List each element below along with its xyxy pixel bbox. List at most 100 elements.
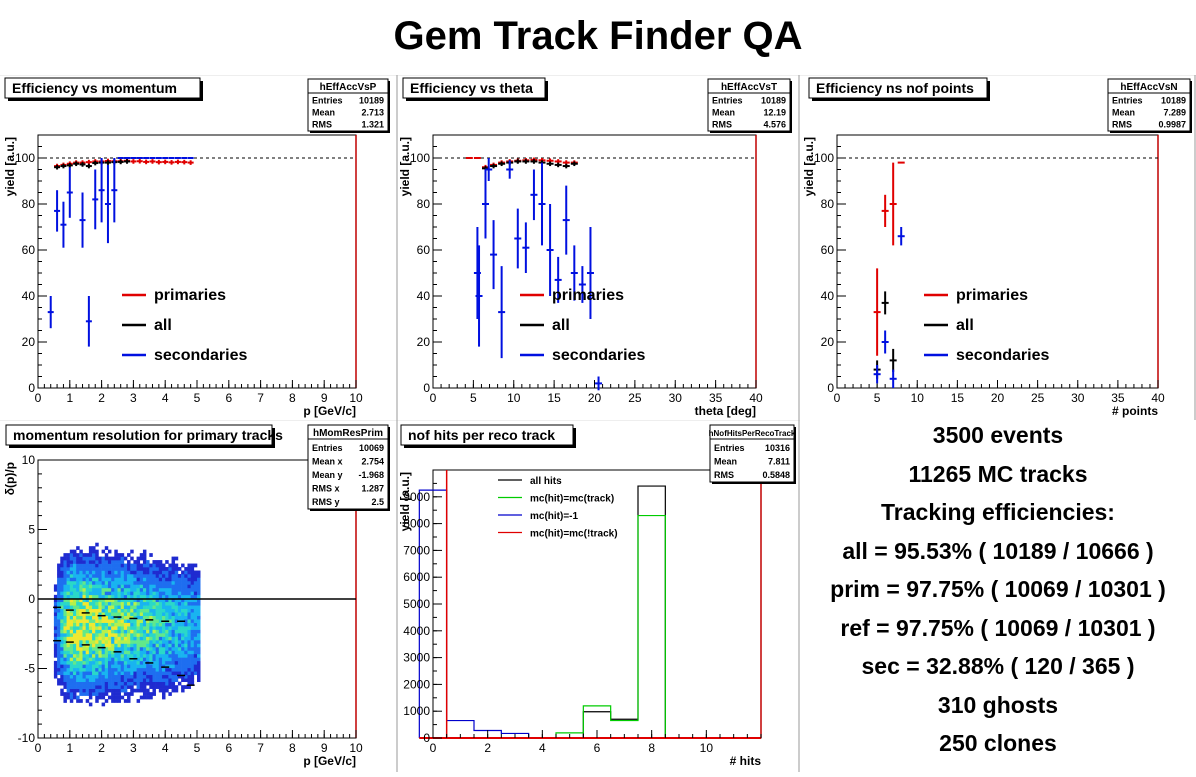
density-cell bbox=[152, 667, 156, 672]
density-cell bbox=[177, 612, 182, 616]
density-cell bbox=[92, 570, 96, 575]
density-cell bbox=[155, 563, 160, 568]
density-cell bbox=[130, 591, 134, 596]
density-cell bbox=[72, 640, 77, 644]
density-cell bbox=[88, 660, 93, 665]
density-cell bbox=[136, 650, 141, 655]
density-cell bbox=[107, 573, 112, 578]
density-cell bbox=[60, 560, 64, 564]
density-cell bbox=[66, 553, 71, 557]
density-cell bbox=[190, 664, 195, 669]
density-cell bbox=[120, 671, 125, 676]
y-tick-label: 80 bbox=[417, 197, 431, 211]
density-cell bbox=[133, 667, 137, 672]
x-tick-label: 3 bbox=[130, 391, 137, 405]
density-cell bbox=[98, 685, 102, 689]
stats-box bbox=[1107, 78, 1191, 132]
density-cell bbox=[117, 601, 121, 606]
density-cell bbox=[85, 605, 90, 610]
density-cell bbox=[57, 646, 61, 651]
density-cell bbox=[104, 560, 109, 564]
density-cell bbox=[190, 640, 195, 644]
density-cell bbox=[193, 653, 198, 658]
density-cell bbox=[171, 598, 176, 603]
density-cell bbox=[92, 671, 96, 676]
density-cell bbox=[123, 650, 128, 655]
density-cell bbox=[101, 674, 106, 679]
density-cell bbox=[69, 626, 74, 630]
density-cell bbox=[76, 622, 80, 627]
density-cell bbox=[197, 608, 201, 613]
stats-name: hNofHitsPerRecoTrack bbox=[709, 429, 796, 438]
density-cell bbox=[88, 608, 93, 613]
density-cell bbox=[174, 573, 179, 578]
density-cell bbox=[139, 601, 144, 606]
x-tick-label: 5 bbox=[194, 741, 201, 755]
density-cell bbox=[111, 577, 115, 582]
density-cell bbox=[104, 608, 109, 613]
density-cell bbox=[193, 671, 198, 676]
density-cell bbox=[181, 605, 185, 610]
density-cell bbox=[76, 577, 80, 582]
density-cell bbox=[107, 622, 112, 627]
density-cell bbox=[165, 674, 169, 679]
density-cell bbox=[120, 650, 125, 655]
density-cell bbox=[165, 685, 169, 689]
density-cell bbox=[117, 692, 121, 696]
density-cell bbox=[63, 556, 67, 561]
density-cell bbox=[82, 615, 86, 620]
stats-value: 2.5 bbox=[371, 497, 384, 507]
density-cell bbox=[133, 636, 137, 641]
density-cell bbox=[162, 601, 166, 606]
density-cell bbox=[177, 591, 182, 596]
density-cell bbox=[101, 598, 106, 603]
density-cell bbox=[111, 573, 115, 578]
density-cell bbox=[69, 622, 74, 627]
density-cell bbox=[193, 626, 198, 630]
density-cell bbox=[127, 601, 131, 606]
density-cell bbox=[165, 626, 169, 630]
point-primaries bbox=[136, 158, 143, 164]
density-cell bbox=[162, 598, 166, 603]
point-primaries bbox=[889, 162, 897, 246]
density-cell bbox=[60, 681, 64, 686]
density-cell bbox=[66, 643, 71, 648]
point-secondaries bbox=[498, 266, 506, 359]
density-cell bbox=[104, 591, 109, 596]
density-cell bbox=[117, 594, 121, 599]
density-cell bbox=[165, 671, 169, 676]
density-cell bbox=[95, 563, 99, 568]
stats-value: 4.576 bbox=[763, 120, 786, 130]
density-cell bbox=[197, 667, 201, 672]
density-cell bbox=[92, 587, 96, 592]
density-cell bbox=[104, 577, 109, 582]
density-cell bbox=[92, 667, 96, 672]
density-cell bbox=[177, 601, 182, 606]
density-cell bbox=[152, 622, 156, 627]
density-cell bbox=[127, 671, 131, 676]
density-cell bbox=[139, 587, 144, 592]
density-cell bbox=[66, 646, 71, 651]
density-cell bbox=[152, 573, 156, 578]
stats-value: 10189 bbox=[761, 96, 786, 106]
density-cell bbox=[79, 612, 83, 616]
point-primaries bbox=[181, 159, 188, 165]
density-cell bbox=[114, 612, 118, 616]
density-cell bbox=[101, 636, 106, 641]
density-cell bbox=[162, 653, 166, 658]
density-cell bbox=[107, 674, 112, 679]
density-cell bbox=[127, 580, 131, 585]
density-cell bbox=[149, 601, 153, 606]
density-cell bbox=[123, 608, 128, 613]
density-cell bbox=[101, 622, 106, 627]
density-cell bbox=[127, 636, 131, 641]
density-cell bbox=[174, 688, 179, 693]
density-cell bbox=[72, 560, 77, 564]
density-cell bbox=[60, 653, 64, 658]
density-cell bbox=[88, 580, 93, 585]
point-primaries bbox=[85, 159, 92, 165]
density-cell bbox=[57, 626, 61, 630]
point-primaries bbox=[168, 160, 175, 165]
density-cell bbox=[60, 660, 64, 665]
